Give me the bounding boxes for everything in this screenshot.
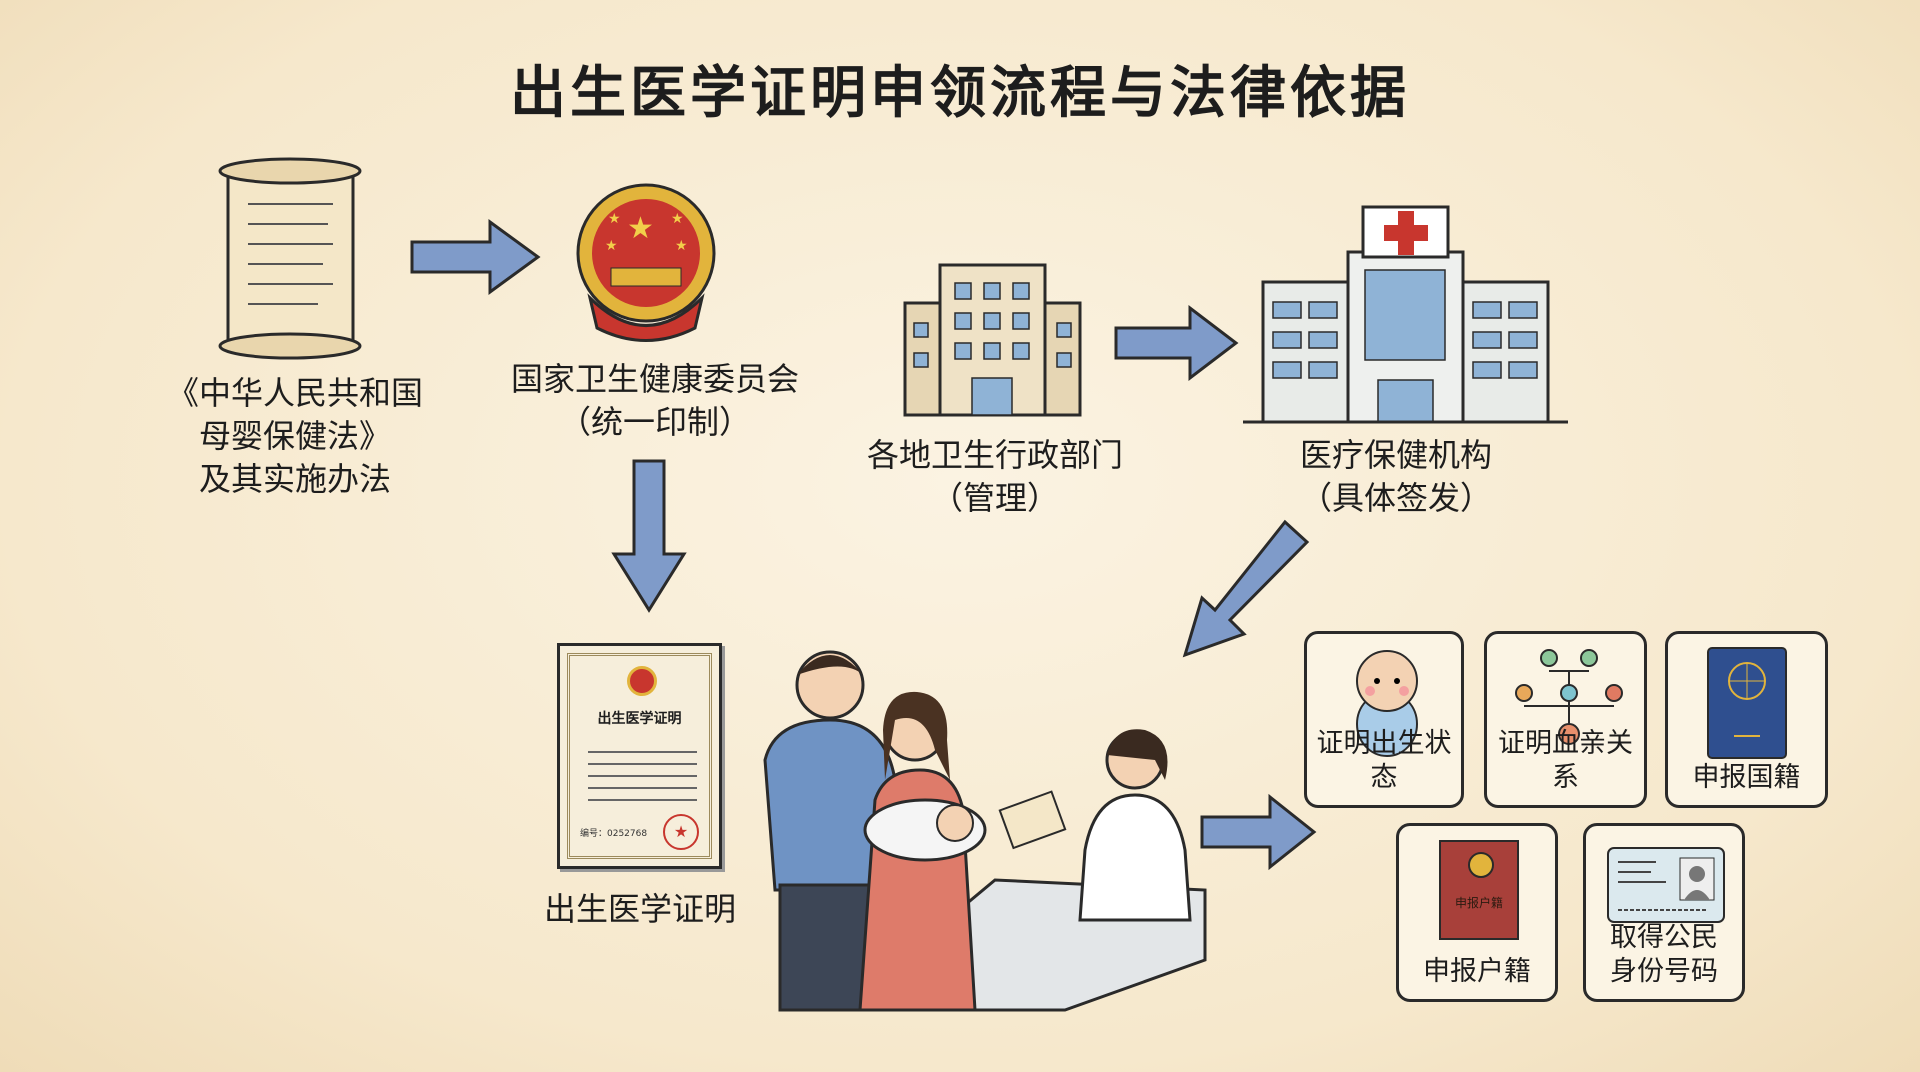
passport-icon bbox=[1707, 647, 1787, 759]
use-card-blood-relation: 证明血亲关系 bbox=[1484, 631, 1647, 808]
use-label-line1: 取得公民 bbox=[1610, 922, 1718, 953]
certificate-label: 出生医学证明 bbox=[543, 890, 736, 928]
commission-label: 国家卫生健康委员会 （统一印制） bbox=[490, 358, 820, 444]
hospital-building-icon bbox=[1243, 205, 1568, 424]
birth-certificate-image: 出生医学证明 编号：0252768 ★ bbox=[557, 643, 722, 869]
medical-label-line2: （具体签发） bbox=[1299, 479, 1492, 517]
certificate-title: 出生医学证明 bbox=[597, 711, 682, 727]
svg-text:★: ★ bbox=[671, 211, 684, 227]
law-label-line1: 《中华人民共和国 bbox=[166, 374, 423, 412]
arrow-right-icon bbox=[410, 219, 541, 295]
family-tree-icon bbox=[1515, 649, 1623, 745]
emblem-icon bbox=[627, 666, 657, 696]
arrow-right-icon bbox=[1114, 304, 1239, 382]
commission-label-line1: 国家卫生健康委员会 bbox=[510, 360, 799, 398]
use-card-birth-status: 证明出生状态 bbox=[1304, 631, 1464, 808]
law-label-line3: 及其实施办法 bbox=[198, 460, 391, 498]
page-title: 出生医学证明申领流程与法律依据 bbox=[510, 61, 1410, 126]
use-label: 证明血亲关系 bbox=[1498, 728, 1633, 793]
government-building-icon bbox=[903, 263, 1082, 417]
baby-icon bbox=[1356, 650, 1418, 757]
medical-institution-label: 医疗保健机构 （具体签发） bbox=[1246, 434, 1546, 520]
use-label: 取得公民身份号码 bbox=[1586, 921, 1742, 989]
use-label: 申报户籍 bbox=[1423, 956, 1531, 987]
use-label: 申报国籍 bbox=[1692, 762, 1801, 793]
id-card-icon bbox=[1607, 847, 1725, 923]
law-label: 《中华人民共和国 母婴保健法》 及其实施办法 bbox=[150, 372, 440, 501]
svg-text:★: ★ bbox=[675, 238, 688, 254]
use-card-nationality: 申报国籍 bbox=[1665, 631, 1828, 808]
national-emblem-icon: ★ ★ ★ ★ ★ bbox=[576, 183, 716, 342]
official-seal-icon: ★ bbox=[663, 814, 699, 850]
use-card-id-number: 取得公民身份号码 bbox=[1583, 823, 1745, 1002]
use-label-line2: 身份号码 bbox=[1610, 956, 1718, 987]
arrow-right-icon bbox=[1200, 793, 1317, 871]
law-scroll-icon bbox=[218, 157, 362, 360]
local-dept-label-line1: 各地卫生行政部门 bbox=[866, 436, 1123, 474]
local-dept-label-line2: （管理） bbox=[930, 479, 1059, 517]
book-cover-text: 申报户籍 bbox=[1454, 896, 1503, 910]
svg-text:★: ★ bbox=[608, 211, 621, 227]
svg-text:★: ★ bbox=[605, 238, 618, 254]
use-label: 证明出生状态 bbox=[1316, 728, 1452, 793]
commission-label-line2: （统一印制） bbox=[558, 403, 751, 441]
arrow-down-icon bbox=[611, 459, 687, 613]
use-card-household: 申报户籍 申报户籍 bbox=[1396, 823, 1558, 1002]
local-dept-label: 各地卫生行政部门 （管理） bbox=[840, 434, 1150, 520]
family-receiving-certificate-illustration bbox=[763, 650, 1207, 1012]
svg-text:★: ★ bbox=[627, 211, 654, 246]
certificate-serial: 编号：0252768 bbox=[580, 829, 648, 839]
law-label-line2: 母婴保健法》 bbox=[198, 417, 391, 455]
medical-label-line1: 医疗保健机构 bbox=[1299, 436, 1492, 474]
household-register-icon: 申报户籍 bbox=[1439, 840, 1519, 940]
arrow-diagonal-icon bbox=[1182, 519, 1310, 658]
